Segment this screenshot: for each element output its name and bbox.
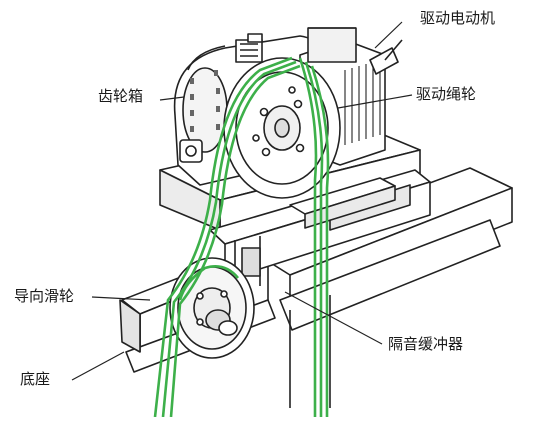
leader-lines <box>71 21 413 381</box>
rope-icon <box>304 61 324 417</box>
traction-ropes <box>153 56 330 418</box>
label-sound-buffer: 隔音缓冲器 <box>388 335 464 353</box>
rope-icon <box>153 56 293 418</box>
label-base: 底座 <box>20 370 51 388</box>
rope-icon <box>298 57 318 417</box>
label-drive-motor: 驱动电动机 <box>420 9 496 27</box>
rope-icon <box>310 65 330 417</box>
rope-icon <box>169 64 301 418</box>
label-drive-sheave: 驱动绳轮 <box>416 85 477 103</box>
rope-icon <box>178 265 240 301</box>
label-guide-pulley: 导向滑轮 <box>14 287 75 305</box>
label-gearbox: 齿轮箱 <box>98 87 144 105</box>
guide-pulley <box>169 257 255 359</box>
rope-icon <box>161 60 297 418</box>
